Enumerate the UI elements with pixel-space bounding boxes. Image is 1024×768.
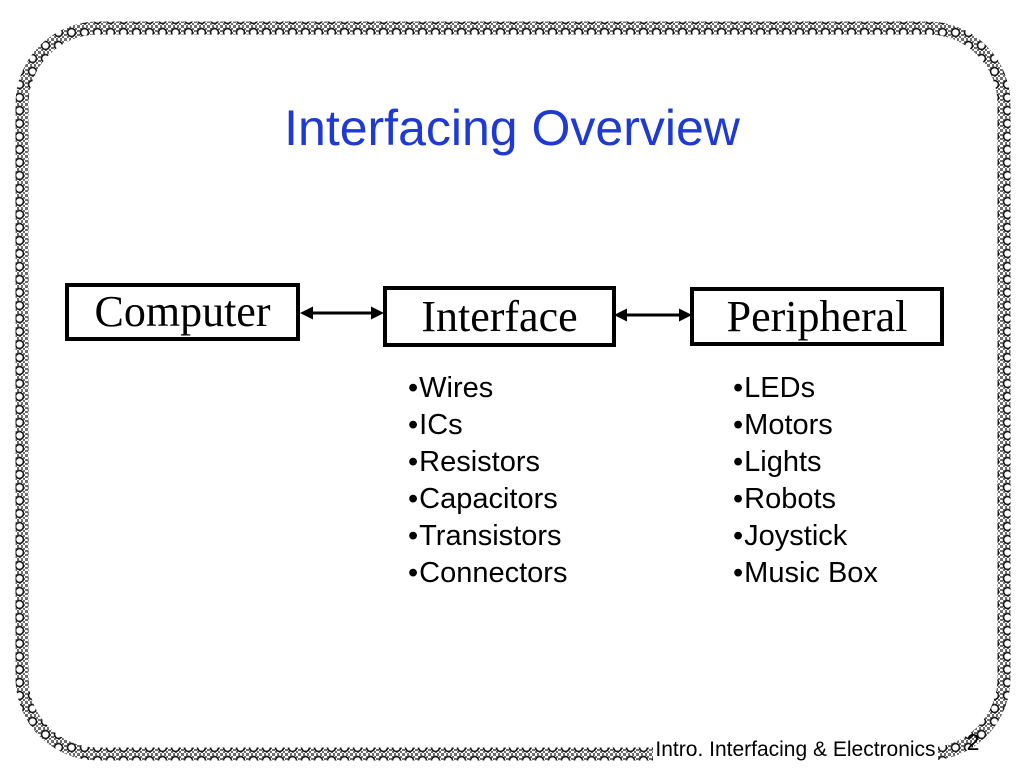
- list-item-label: Joystick: [744, 520, 848, 552]
- list-item-label: Wires: [419, 372, 494, 404]
- interface-items-list: •Wires •ICs •Resistors •Capacitors •Tran…: [408, 370, 567, 592]
- bullet-icon: •: [408, 557, 419, 589]
- list-item-label: Transistors: [419, 520, 562, 552]
- list-item-label: Motors: [744, 409, 833, 441]
- peripheral-box: Peripheral: [690, 287, 944, 346]
- bullet-icon: •: [733, 520, 744, 552]
- bullet-icon: •: [408, 520, 419, 552]
- bullet-icon: •: [733, 557, 744, 589]
- bullet-icon: •: [733, 409, 744, 441]
- computer-box: Computer: [65, 283, 300, 341]
- list-item-label: Connectors: [419, 557, 568, 589]
- bullet-icon: •: [408, 483, 419, 515]
- list-item: •Connectors: [408, 555, 567, 592]
- list-item: •Music Box: [733, 555, 878, 592]
- bullet-icon: •: [408, 409, 419, 441]
- arrow-computer-interface-icon: [300, 306, 384, 320]
- list-item: •Motors: [733, 407, 878, 444]
- list-item: •Lights: [733, 444, 878, 481]
- bullet-icon: •: [733, 446, 744, 478]
- list-item: •Wires: [408, 370, 567, 407]
- list-item-label: Lights: [744, 446, 822, 478]
- list-item-label: LEDs: [744, 372, 816, 404]
- list-item: •Capacitors: [408, 481, 567, 518]
- list-item-label: Capacitors: [419, 483, 558, 515]
- list-item-label: Music Box: [744, 557, 878, 589]
- bullet-icon: •: [733, 483, 744, 515]
- list-item: •LEDs: [733, 370, 878, 407]
- list-item: •Robots: [733, 481, 878, 518]
- list-item: •ICs: [408, 407, 567, 444]
- list-item-label: ICs: [419, 409, 463, 441]
- interface-box: Interface: [383, 286, 616, 347]
- footer-course-title: Intro. Interfacing & Electronics: [653, 736, 938, 766]
- list-item: •Transistors: [408, 518, 567, 555]
- arrow-interface-peripheral-icon: [614, 308, 692, 322]
- bullet-icon: •: [408, 372, 419, 404]
- bullet-icon: •: [408, 446, 419, 478]
- list-item: •Joystick: [733, 518, 878, 555]
- list-item: •Resistors: [408, 444, 567, 481]
- list-item-label: Robots: [744, 483, 837, 515]
- page-number: 2: [966, 729, 980, 755]
- slide-title: Interfacing Overview: [284, 100, 740, 156]
- peripheral-items-list: •LEDs •Motors •Lights •Robots •Joystick …: [733, 370, 878, 592]
- list-item-label: Resistors: [419, 446, 541, 478]
- bullet-icon: •: [733, 372, 744, 404]
